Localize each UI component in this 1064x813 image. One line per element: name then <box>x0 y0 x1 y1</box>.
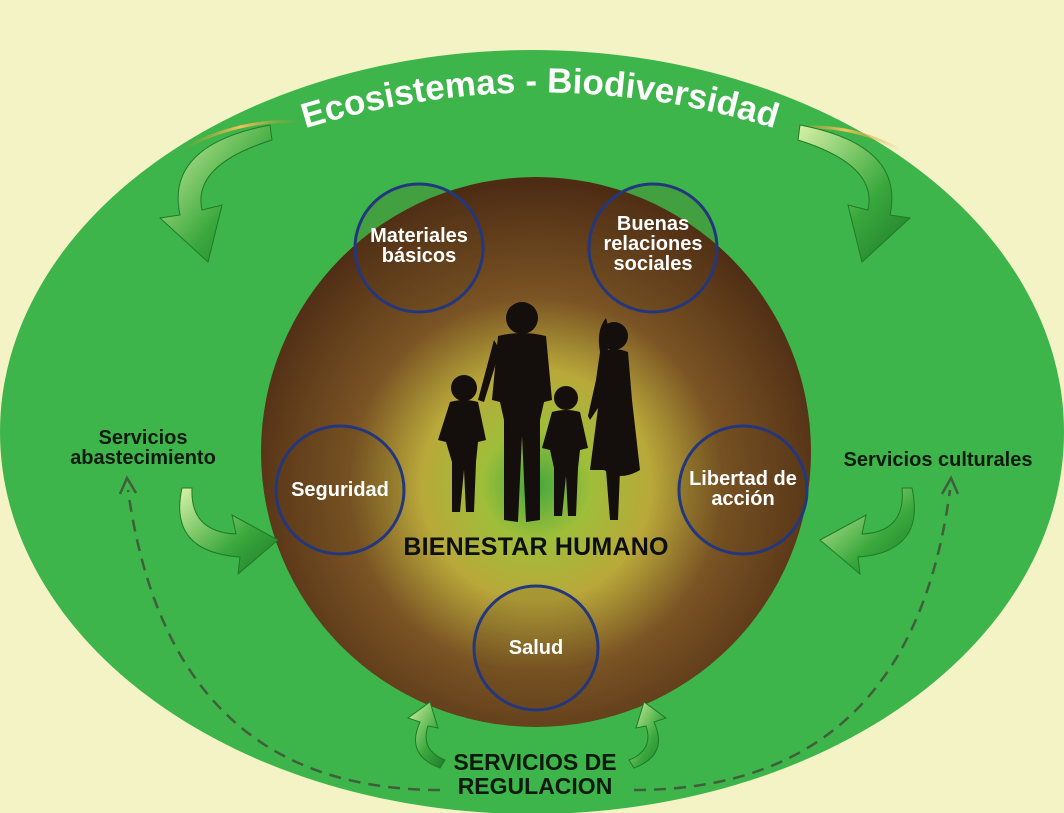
arrow-left-icon <box>179 487 279 576</box>
label-salud: Salud <box>508 637 564 659</box>
arrow-right-icon <box>819 487 915 576</box>
label-materiales: Materiales básicos <box>370 225 468 267</box>
circle-libertad <box>677 424 809 556</box>
circle-relaciones <box>587 182 719 314</box>
dashed-path-left <box>126 489 441 792</box>
family-silhouette-icon <box>438 302 640 522</box>
label-seguridad: Seguridad <box>291 479 389 501</box>
arrow-bottom-right-icon <box>628 701 668 769</box>
arrow-top-left-icon <box>158 124 273 263</box>
label-servicios-culturales: Servicios culturales <box>843 449 1033 471</box>
dashed-path-right <box>633 489 952 792</box>
dashed-arrowhead-left-icon <box>118 475 138 495</box>
arrow-bottom-left-icon <box>406 701 446 769</box>
label-servicios-abastecimiento: Servicios abastecimiento <box>70 427 216 469</box>
circle-salud <box>472 584 600 712</box>
label-relaciones: Buenas relaciones sociales <box>603 213 703 275</box>
center-title: BIENESTAR HUMANO <box>403 533 669 561</box>
dashed-arrowhead-right-icon <box>940 475 960 495</box>
circle-seguridad <box>274 424 406 556</box>
label-libertad: Libertad de acción <box>689 468 797 510</box>
arrow-top-right-icon <box>797 124 912 263</box>
title-swoosh-left <box>179 120 301 152</box>
label-servicios-regulacion: SERVICIOS DE REGULACION <box>453 749 617 800</box>
circle-materiales <box>353 182 485 314</box>
